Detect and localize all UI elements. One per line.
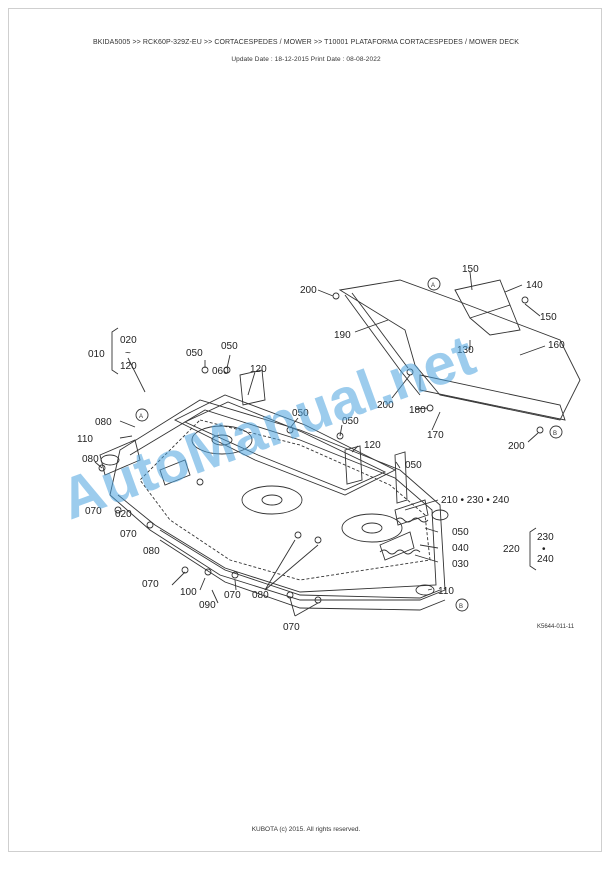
ref-circle-b-bottom	[455, 598, 469, 612]
callout-150: 150	[462, 264, 479, 275]
callout-230: 230	[537, 532, 554, 543]
callout-200: 200	[508, 441, 525, 452]
callout-210-230-240: 210 • 230 • 240	[441, 495, 510, 506]
callout-tilde: ~	[125, 348, 131, 359]
callout-050: 050	[405, 460, 422, 471]
copyright-footer: KUBOTA (c) 2015. All rights reserved.	[251, 826, 361, 833]
callout-060: 060	[212, 366, 229, 377]
callout-140: 140	[526, 280, 543, 291]
ref-circle-a-left	[135, 408, 149, 422]
callout-080: 080	[95, 417, 112, 428]
callout-080: 080	[82, 454, 99, 465]
callout-050: 050	[221, 341, 238, 352]
callout-120: 120	[250, 364, 267, 375]
callout-090: 090	[199, 600, 216, 611]
ref-label-b: B	[553, 431, 557, 437]
callout-050: 050	[292, 408, 309, 419]
callout-100: 100	[180, 587, 197, 598]
callout-070: 070	[85, 506, 102, 517]
callout-070: 070	[120, 529, 137, 540]
callout-120: 120	[364, 440, 381, 451]
callout-070: 070	[142, 579, 159, 590]
breadcrumb: BKIDA5005 >> RCK60P-329Z-EU >> CORTACESP…	[92, 39, 520, 46]
callout-200: 200	[300, 285, 317, 296]
callout-070: 070	[224, 590, 241, 601]
callout-150: 150	[540, 312, 557, 323]
callout-190: 190	[334, 330, 351, 341]
callout-160: 160	[548, 340, 565, 351]
callout-040: 040	[452, 543, 469, 554]
callout-020: 020	[120, 335, 137, 346]
callout-170: 170	[427, 430, 444, 441]
callout-070: 070	[283, 622, 300, 633]
callout-080: 080	[252, 590, 269, 601]
callout-110: 110	[77, 434, 93, 445]
deck-line-art	[94, 271, 581, 617]
callout-010: 010	[88, 349, 105, 360]
callout-110: 110	[438, 586, 454, 597]
callout-220: 220	[503, 544, 520, 555]
callout-120: 120	[120, 361, 137, 372]
callout-240: 240	[537, 554, 554, 565]
figure-code: K5644-011-11	[537, 624, 575, 630]
callout-030: 030	[452, 559, 469, 570]
watermark: AutoManual.net	[52, 322, 483, 532]
ref-label-a: A	[431, 283, 435, 289]
callout-050: 050	[452, 527, 469, 538]
part-callouts: 010 020 ~ 120 050 050 060 120 080 110 08…	[77, 264, 565, 633]
ref-circle-b-right	[549, 425, 563, 439]
ref-label-b: B	[459, 604, 463, 610]
callout-130: 130	[457, 345, 474, 356]
date-line: Update Date : 18-12-2015 Print Date : 08…	[231, 56, 381, 63]
ref-circle-a-top	[427, 277, 441, 291]
callout-080: 080	[143, 546, 160, 557]
ref-label-a: A	[139, 414, 143, 420]
callout-050: 050	[342, 416, 359, 427]
callout-200: 200	[377, 400, 394, 411]
page-frame	[8, 8, 602, 852]
callout-dot: •	[542, 544, 546, 555]
callout-050: 050	[186, 348, 203, 359]
callout-020: 020	[115, 509, 132, 520]
callout-180: 180	[409, 405, 426, 416]
